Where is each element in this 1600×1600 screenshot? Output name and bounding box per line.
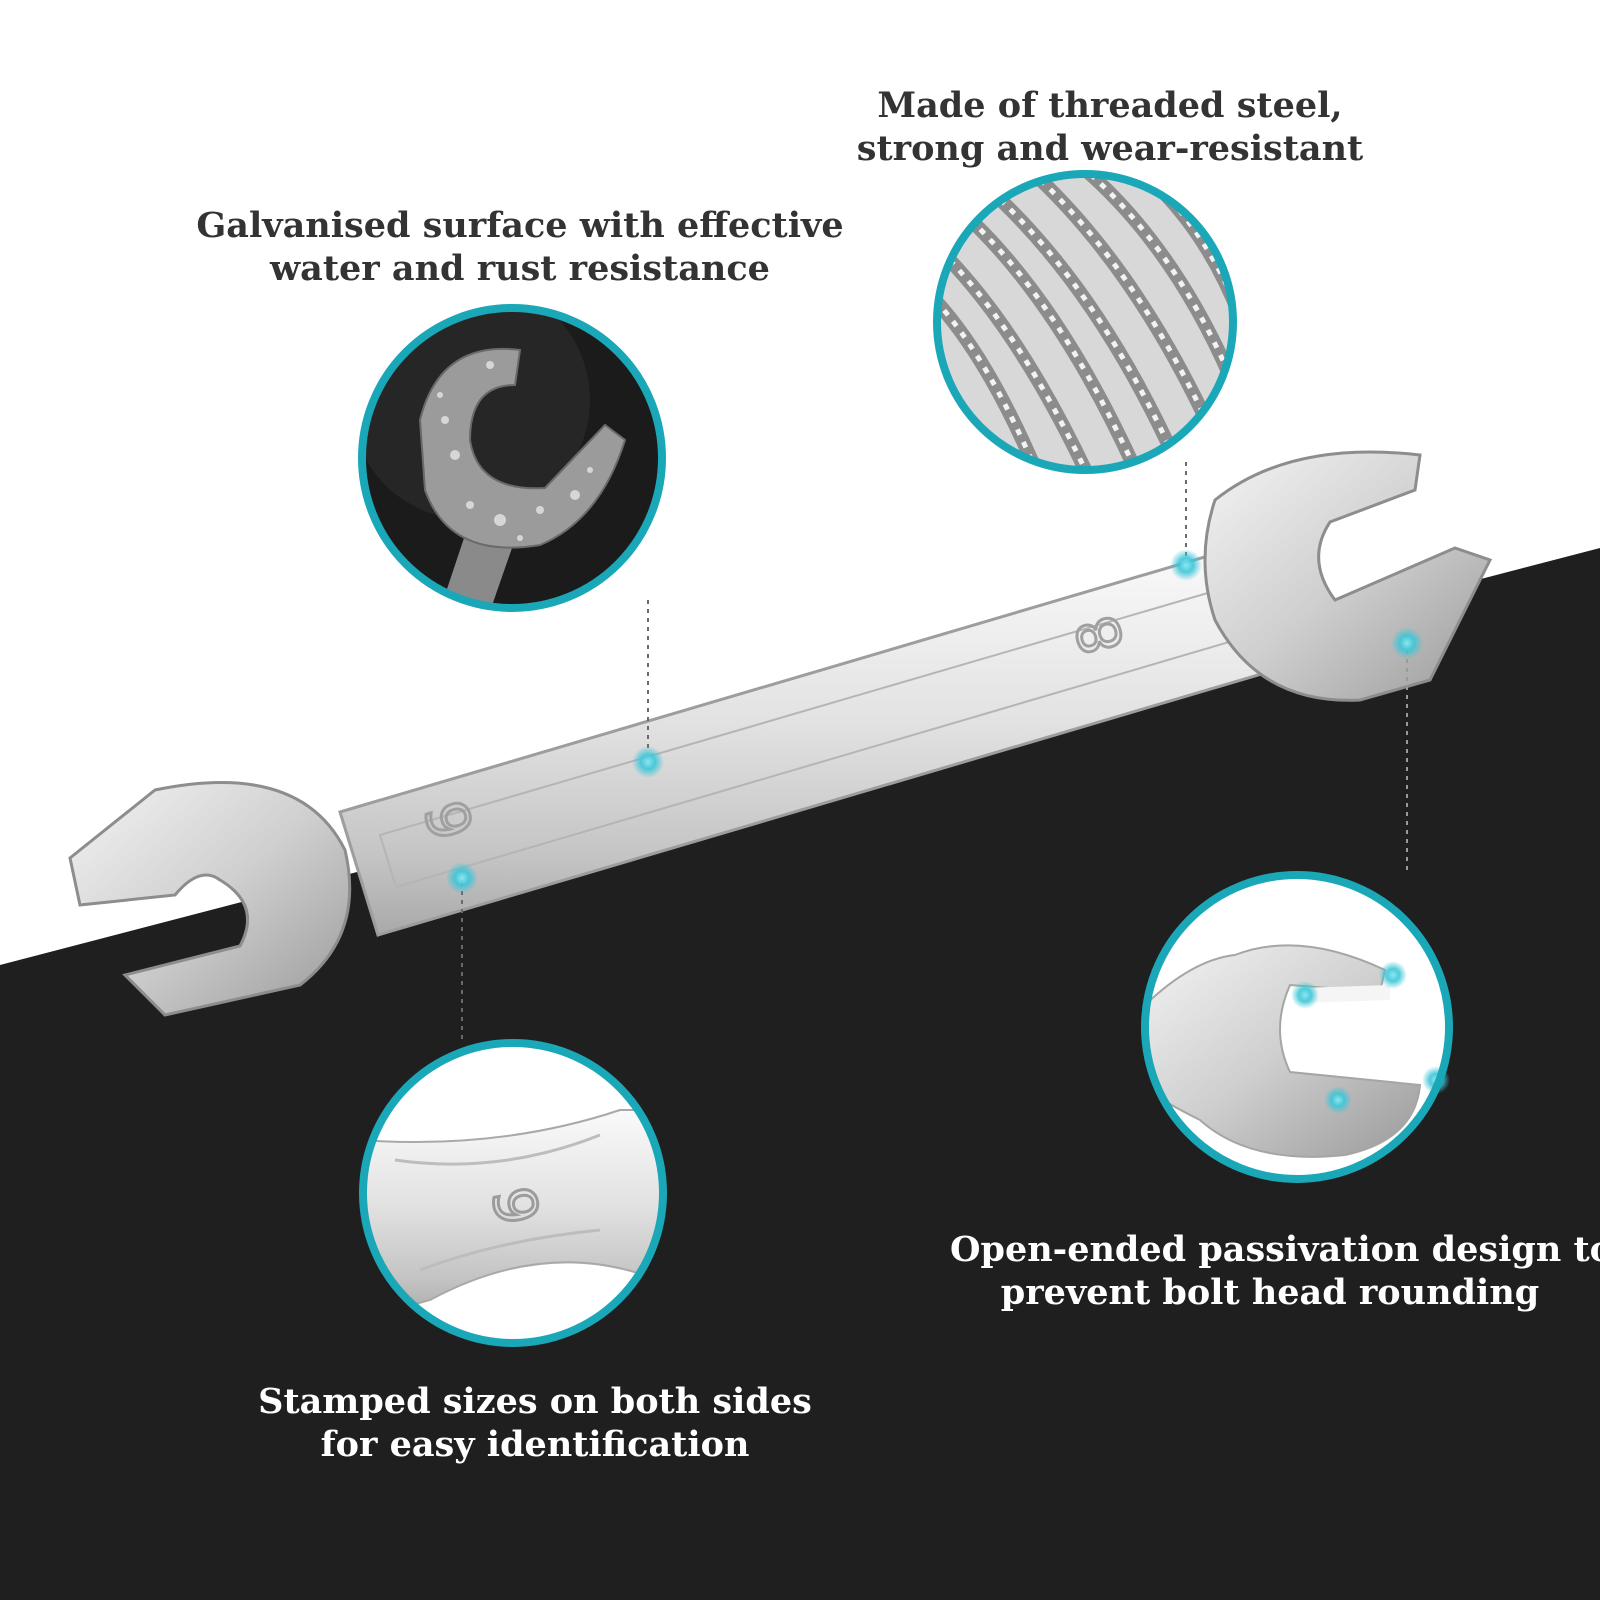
dark-background xyxy=(0,548,1600,1600)
hotspot-galvanised xyxy=(632,746,664,778)
hotspot-open-ended xyxy=(1391,627,1423,659)
caption-galvanised-line-1: Galvanised surface with effective xyxy=(196,205,844,246)
caption-threaded-steel-line-2: strong and wear-resistant xyxy=(856,128,1364,169)
caption-stamped-sizes: Stamped sizes on both sides for easy ide… xyxy=(250,1380,820,1466)
caption-open-ended-line-1: Open-ended passivation design to xyxy=(950,1229,1600,1270)
caption-stamped-sizes-line-1: Stamped sizes on both sides xyxy=(258,1381,812,1422)
wrench-small-head xyxy=(68,781,352,1017)
wrench-image: 8 6 xyxy=(68,450,1493,1017)
caption-open-ended-line-2: prevent bolt head rounding xyxy=(1000,1272,1540,1313)
stamped-size-closeup: 6 xyxy=(359,1039,667,1347)
hotspot-stamped-sizes xyxy=(446,862,478,894)
caption-galvanised-line-2: water and rust resistance xyxy=(270,248,770,289)
hotspots xyxy=(446,549,1423,894)
wet-wrench-closeup xyxy=(358,304,666,612)
caption-threaded-steel: Made of threaded steel, strong and wear-… xyxy=(850,84,1370,170)
caption-stamped-sizes-line-2: for easy identification xyxy=(320,1424,750,1465)
connector-lines xyxy=(461,462,1408,1042)
threaded-steel-closeup xyxy=(933,170,1237,474)
hotspot-threaded-steel xyxy=(1170,549,1202,581)
caption-open-ended: Open-ended passivation design to prevent… xyxy=(950,1228,1600,1314)
caption-threaded-steel-line-1: Made of threaded steel, xyxy=(877,85,1343,126)
caption-galvanised: Galvanised surface with effective water … xyxy=(190,204,850,290)
open-jaw-closeup xyxy=(1141,871,1453,1183)
